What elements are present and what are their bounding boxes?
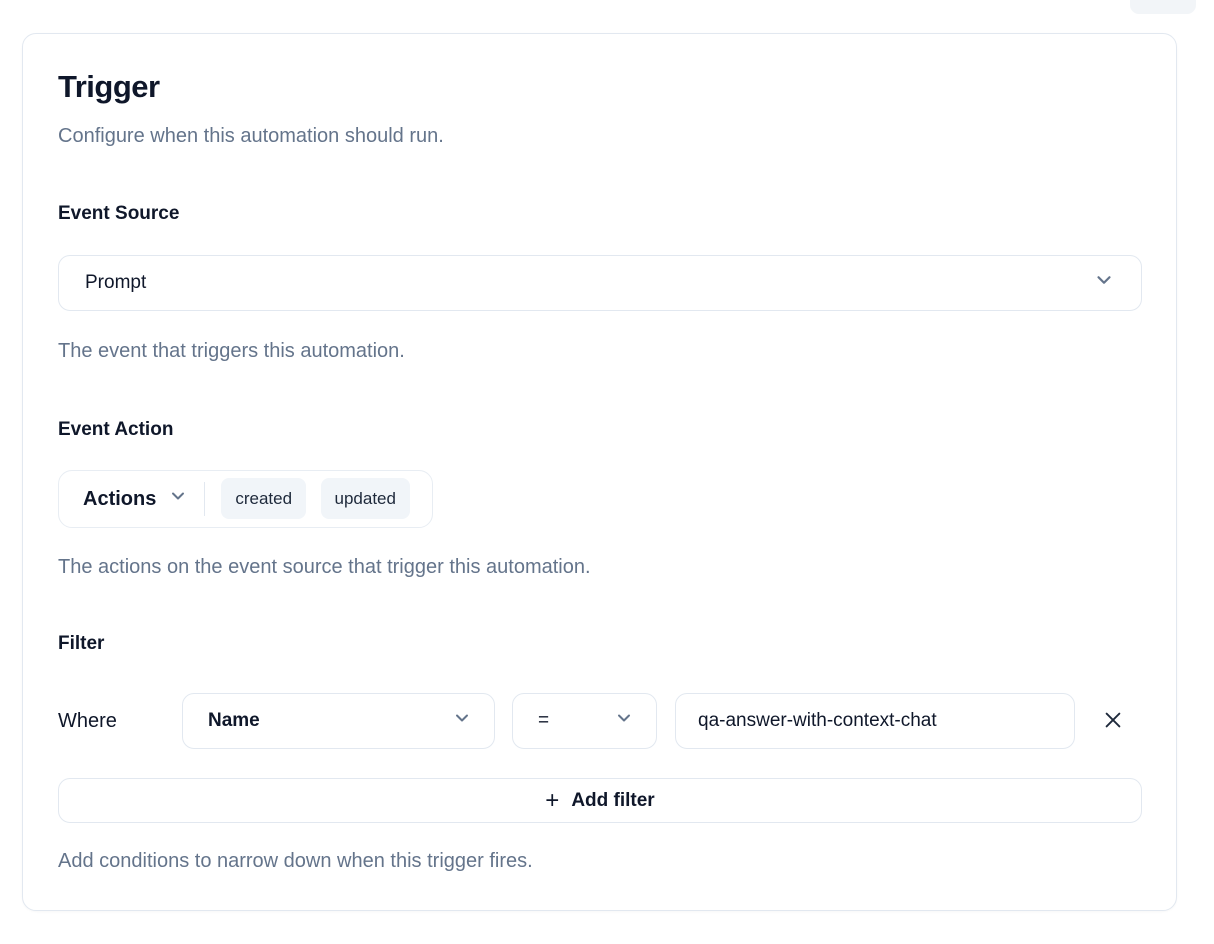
filter-value-input[interactable] <box>675 693 1075 749</box>
filter-helper: Add conditions to narrow down when this … <box>58 850 533 872</box>
trigger-card: Trigger Configure when this automation s… <box>22 33 1177 911</box>
add-filter-button-label: Add filter <box>571 789 655 811</box>
filter-field-select[interactable]: Name <box>182 693 495 749</box>
filter-condition-row: Where Name = <box>58 693 1142 749</box>
filter-operator-select-value: = <box>538 710 550 731</box>
chevron-down-icon <box>168 486 188 512</box>
add-filter-button[interactable]: + Add filter <box>58 778 1142 823</box>
event-action-select[interactable]: Actions <box>83 486 188 512</box>
event-source-select-value: Prompt <box>85 272 147 293</box>
page-subtitle: Configure when this automation should ru… <box>58 125 444 147</box>
filter-label: Filter <box>58 633 105 654</box>
close-icon <box>1102 709 1124 734</box>
event-source-select[interactable]: Prompt <box>58 255 1142 311</box>
chevron-down-icon <box>452 708 472 734</box>
divider <box>204 482 206 516</box>
chevron-down-icon <box>614 708 634 734</box>
event-action-select-value: Actions <box>83 487 157 510</box>
action-badge-updated: updated <box>320 477 410 519</box>
event-source-helper: The event that triggers this automation. <box>58 340 405 362</box>
plus-icon: + <box>545 786 560 814</box>
remove-filter-button[interactable] <box>1099 707 1127 735</box>
chevron-down-icon <box>1093 269 1115 297</box>
filter-operator-select[interactable]: = <box>512 693 657 749</box>
event-action-helper: The actions on the event source that tri… <box>58 556 591 578</box>
where-label: Where <box>58 709 117 732</box>
page-title: Trigger <box>58 69 160 104</box>
event-action-control: Actions created updated <box>58 470 433 528</box>
event-action-label: Event Action <box>58 419 174 440</box>
event-source-label: Event Source <box>58 203 180 224</box>
partial-element-top-right <box>1130 0 1196 14</box>
filter-field-select-value: Name <box>208 710 260 731</box>
action-badge-created: created <box>221 477 307 519</box>
